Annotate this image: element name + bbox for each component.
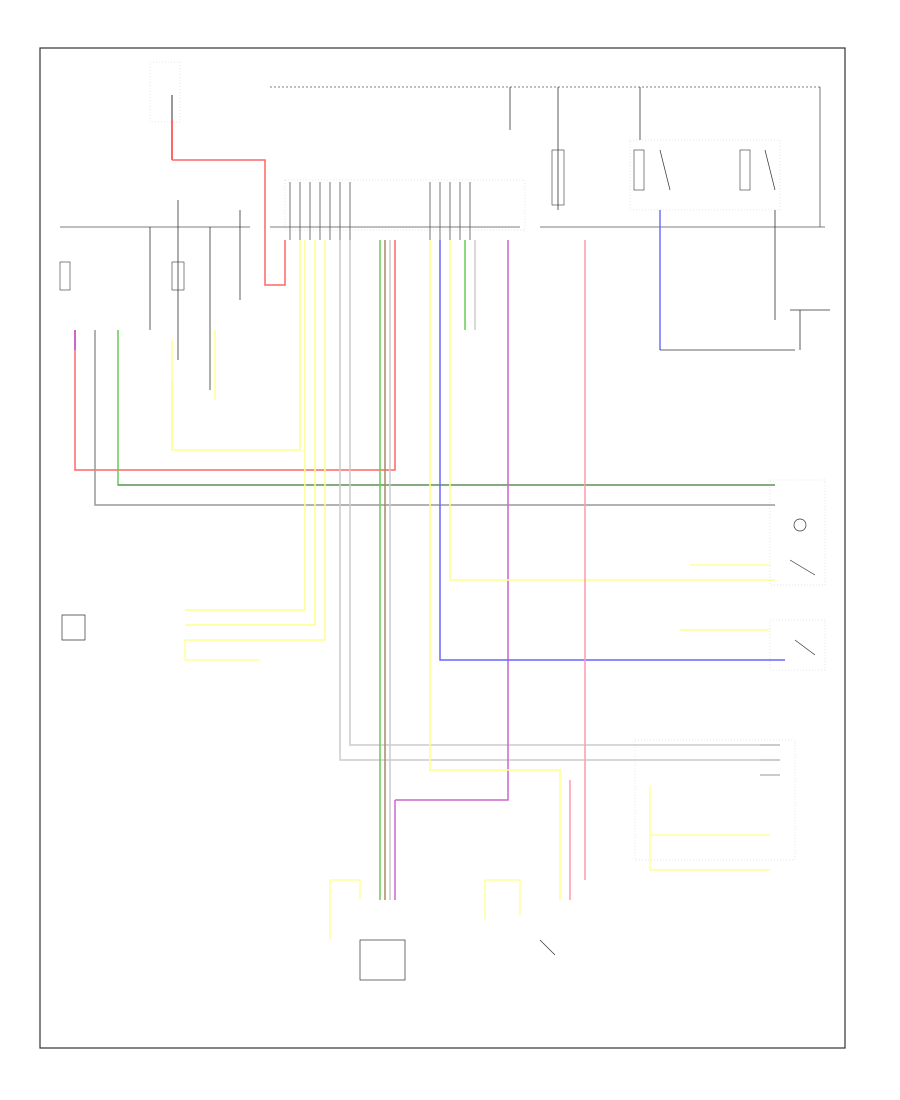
control-module [634, 739, 796, 871]
harness-wires [74, 240, 785, 900]
central-module [284, 179, 526, 240]
right-module [660, 309, 830, 351]
left-fuse-block [59, 200, 241, 390]
lamp-left [171, 330, 216, 440]
wiper-motor-right [680, 619, 826, 671]
right-relays [551, 87, 781, 350]
top-bus-lines [60, 86, 825, 228]
washer-pump [484, 879, 556, 956]
red-feed-wire [172, 159, 286, 286]
wiper-switch [690, 479, 826, 586]
top-left-fuse [149, 61, 181, 160]
diagram-frame [39, 47, 846, 1049]
wiper-motor-left [61, 614, 260, 661]
rain-sensor [329, 879, 406, 981]
